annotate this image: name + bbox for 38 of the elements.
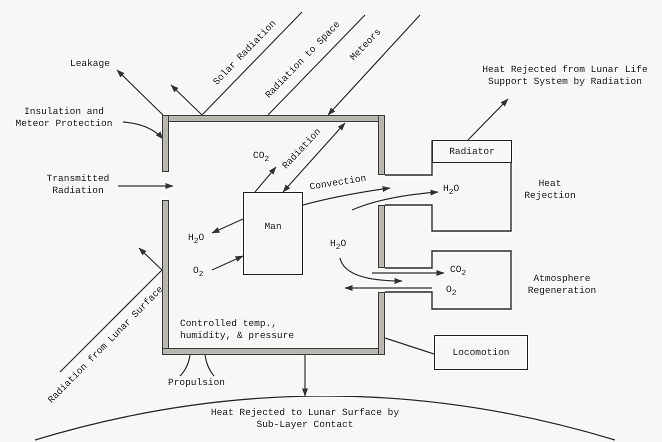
edge-label: Leakage <box>70 58 110 70</box>
radiator-box: Radiator <box>432 140 512 163</box>
flow-arrow <box>170 84 202 116</box>
edge-label: Heat Rejected from Lunar Life Support System by Radiation <box>481 64 649 88</box>
leader-line <box>122 121 164 140</box>
edge-label: Heat Rejected to Lunar Surface by Sub-Layer Contact <box>210 407 400 431</box>
flow-arrow <box>138 248 162 270</box>
edge-label: O$_{2}$ <box>446 284 456 299</box>
flow-arrow <box>468 98 508 140</box>
edge-label: H$_{2}$O <box>330 238 346 253</box>
edge-label: Transmitted Radiation <box>46 173 110 197</box>
connector-line <box>302 186 390 206</box>
flow-arrow <box>212 255 244 271</box>
flow-arrow <box>254 166 276 192</box>
edge-label: Convection <box>308 172 368 194</box>
edge-label: H$_{2}$O <box>443 183 460 198</box>
edge-label: O$_{2}$ <box>193 265 204 280</box>
flow-arrow <box>339 258 402 284</box>
connector-line <box>282 122 346 192</box>
flow-arrow <box>118 183 174 189</box>
flow-arrow <box>344 285 432 291</box>
condition-label: Controlled temp., humidity, & pressure <box>180 318 296 342</box>
connector-line <box>384 337 434 355</box>
part-label: Propulsion <box>168 377 226 389</box>
flow-arrow <box>212 218 244 234</box>
flow-arrow <box>372 270 444 276</box>
flow-arrow <box>328 14 420 116</box>
subsystem-label: Heat Rejection <box>523 178 577 202</box>
edge-label: CO$_{2}$ <box>253 150 270 165</box>
edge-label: H$_{2}$O <box>188 232 204 247</box>
flow-arrow <box>116 70 164 116</box>
connector-line <box>302 355 308 396</box>
subsystem-label: Atmosphere Regeneration <box>526 273 598 297</box>
subsystem-box: Locomotion <box>434 335 528 370</box>
man-box: Man <box>243 192 303 275</box>
flow-arrow <box>352 190 438 211</box>
edge-label: CO$_{2}$ <box>450 264 466 279</box>
part-label: Insulation and Meteor Protection <box>14 106 114 130</box>
